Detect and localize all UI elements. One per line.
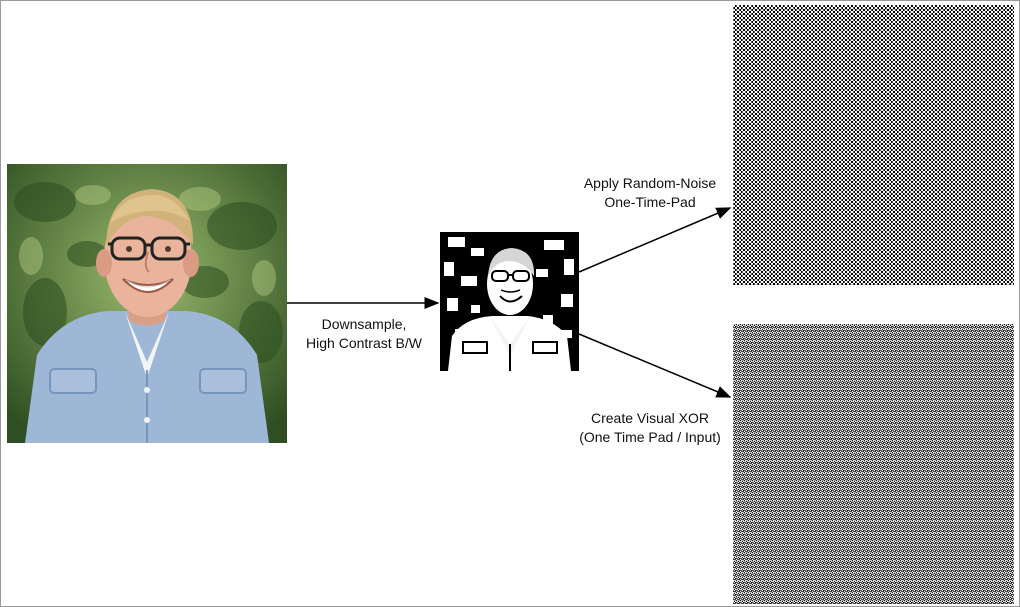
random-noise-pad xyxy=(733,5,1014,285)
pad-label-line-2: One-Time-Pad xyxy=(604,194,696,210)
xor-label-line-1: Create Visual XOR xyxy=(590,410,709,426)
downsample-label-line-2: High Contrast B/W xyxy=(306,335,422,351)
pad-label-line-1: Apply Random-Noise xyxy=(583,175,717,191)
downsample-label-line-1: Downsample, xyxy=(321,316,407,332)
xor-label-line-2: (One Time Pad / Input) xyxy=(579,429,721,445)
xor-label: Create Visual XOR (One Time Pad / Input) xyxy=(568,409,732,447)
downsample-label: Downsample, High Contrast B/W xyxy=(291,315,437,353)
pad-label: Apply Random-Noise One-Time-Pad xyxy=(568,174,732,212)
portrait-photo-illustration xyxy=(7,164,287,443)
high-contrast-portrait xyxy=(440,232,579,371)
high-contrast-portrait-illustration xyxy=(440,232,579,371)
visual-xor-output xyxy=(733,324,1014,604)
portrait-photo xyxy=(7,164,287,443)
